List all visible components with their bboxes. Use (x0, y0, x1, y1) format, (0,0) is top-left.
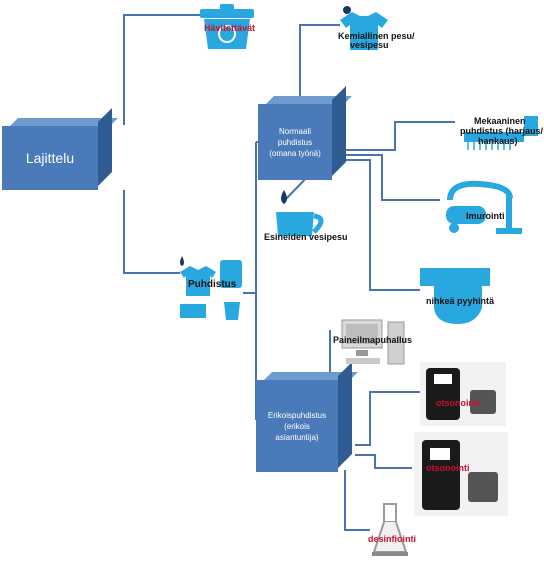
ozone-machine-icon (414, 432, 508, 516)
cleaning-items-icon (180, 256, 242, 320)
trash-bin-icon (200, 4, 254, 49)
kemiallinen-line2: vesipesu (350, 40, 389, 50)
cup-icon (276, 190, 324, 236)
normaali-line3: (omana työnä) (269, 148, 321, 158)
erikoispuhdistus-node: Erikoispuhdistus (erikois asiantuntija) (256, 362, 358, 472)
esineiden-label: Esineiden vesipesu (264, 232, 348, 242)
line-lajittelu-puhdistus (123, 190, 180, 274)
computer-icon (341, 319, 405, 365)
brush-icon (464, 116, 538, 150)
flask-icon (372, 503, 408, 556)
line-erikois-desinfiointi (344, 470, 370, 531)
line-normaali-mekaaninen (345, 121, 455, 151)
line-erikois-otsonointi-2 (355, 454, 412, 469)
lajittelu-label: Lajittelu (25, 150, 75, 166)
mekaaninen-line3: hankaus) (478, 136, 518, 146)
havitettavat-label: Hävitettävät (204, 23, 256, 33)
shirt-icon (340, 6, 388, 50)
erikois-line3: asiantuntija) (275, 432, 319, 442)
desinfiointi-label: desinfiointi (368, 534, 416, 544)
nihkea-label: nihkeä pyyhintä (426, 296, 495, 306)
vacuum-icon (446, 180, 522, 234)
paineilma-label: Paineilmapuhallus (333, 335, 413, 345)
otsonointi-1-label: otsonointi (436, 398, 480, 408)
mekaaninen-line2: puhdistus (harjaus/ (460, 126, 544, 136)
kemiallinen-line1: Kemiallinen pesu/ (338, 31, 415, 41)
normaali-line1: Normaali (278, 126, 311, 136)
otsonointi-2-label: otsonointi (426, 463, 470, 473)
line-lajittelu-havitettavat (123, 14, 200, 125)
mekaaninen-line1: Mekaaninen (474, 116, 526, 126)
wiping-hand-icon (420, 268, 490, 324)
line-normaali-imurointi (345, 154, 440, 201)
puhdistus-label: Puhdistus (188, 279, 237, 290)
line-normaali-nihkea (345, 159, 420, 291)
normaali-line2: puhdistus (277, 137, 313, 147)
ozone-machine-icon (420, 362, 506, 426)
lajittelu-node: Lajittelu (2, 108, 118, 190)
erikois-line2: (erikois (284, 421, 310, 431)
normaali-puhdistus-node: Normaali puhdistus (omana työnä) (258, 86, 352, 180)
imurointi-label: Imurointi (466, 211, 505, 221)
erikois-line1: Erikoispuhdistus (267, 410, 327, 420)
line-normaali-kemiallinen (299, 24, 340, 100)
line-erikois-otsonointi-1 (355, 391, 420, 446)
